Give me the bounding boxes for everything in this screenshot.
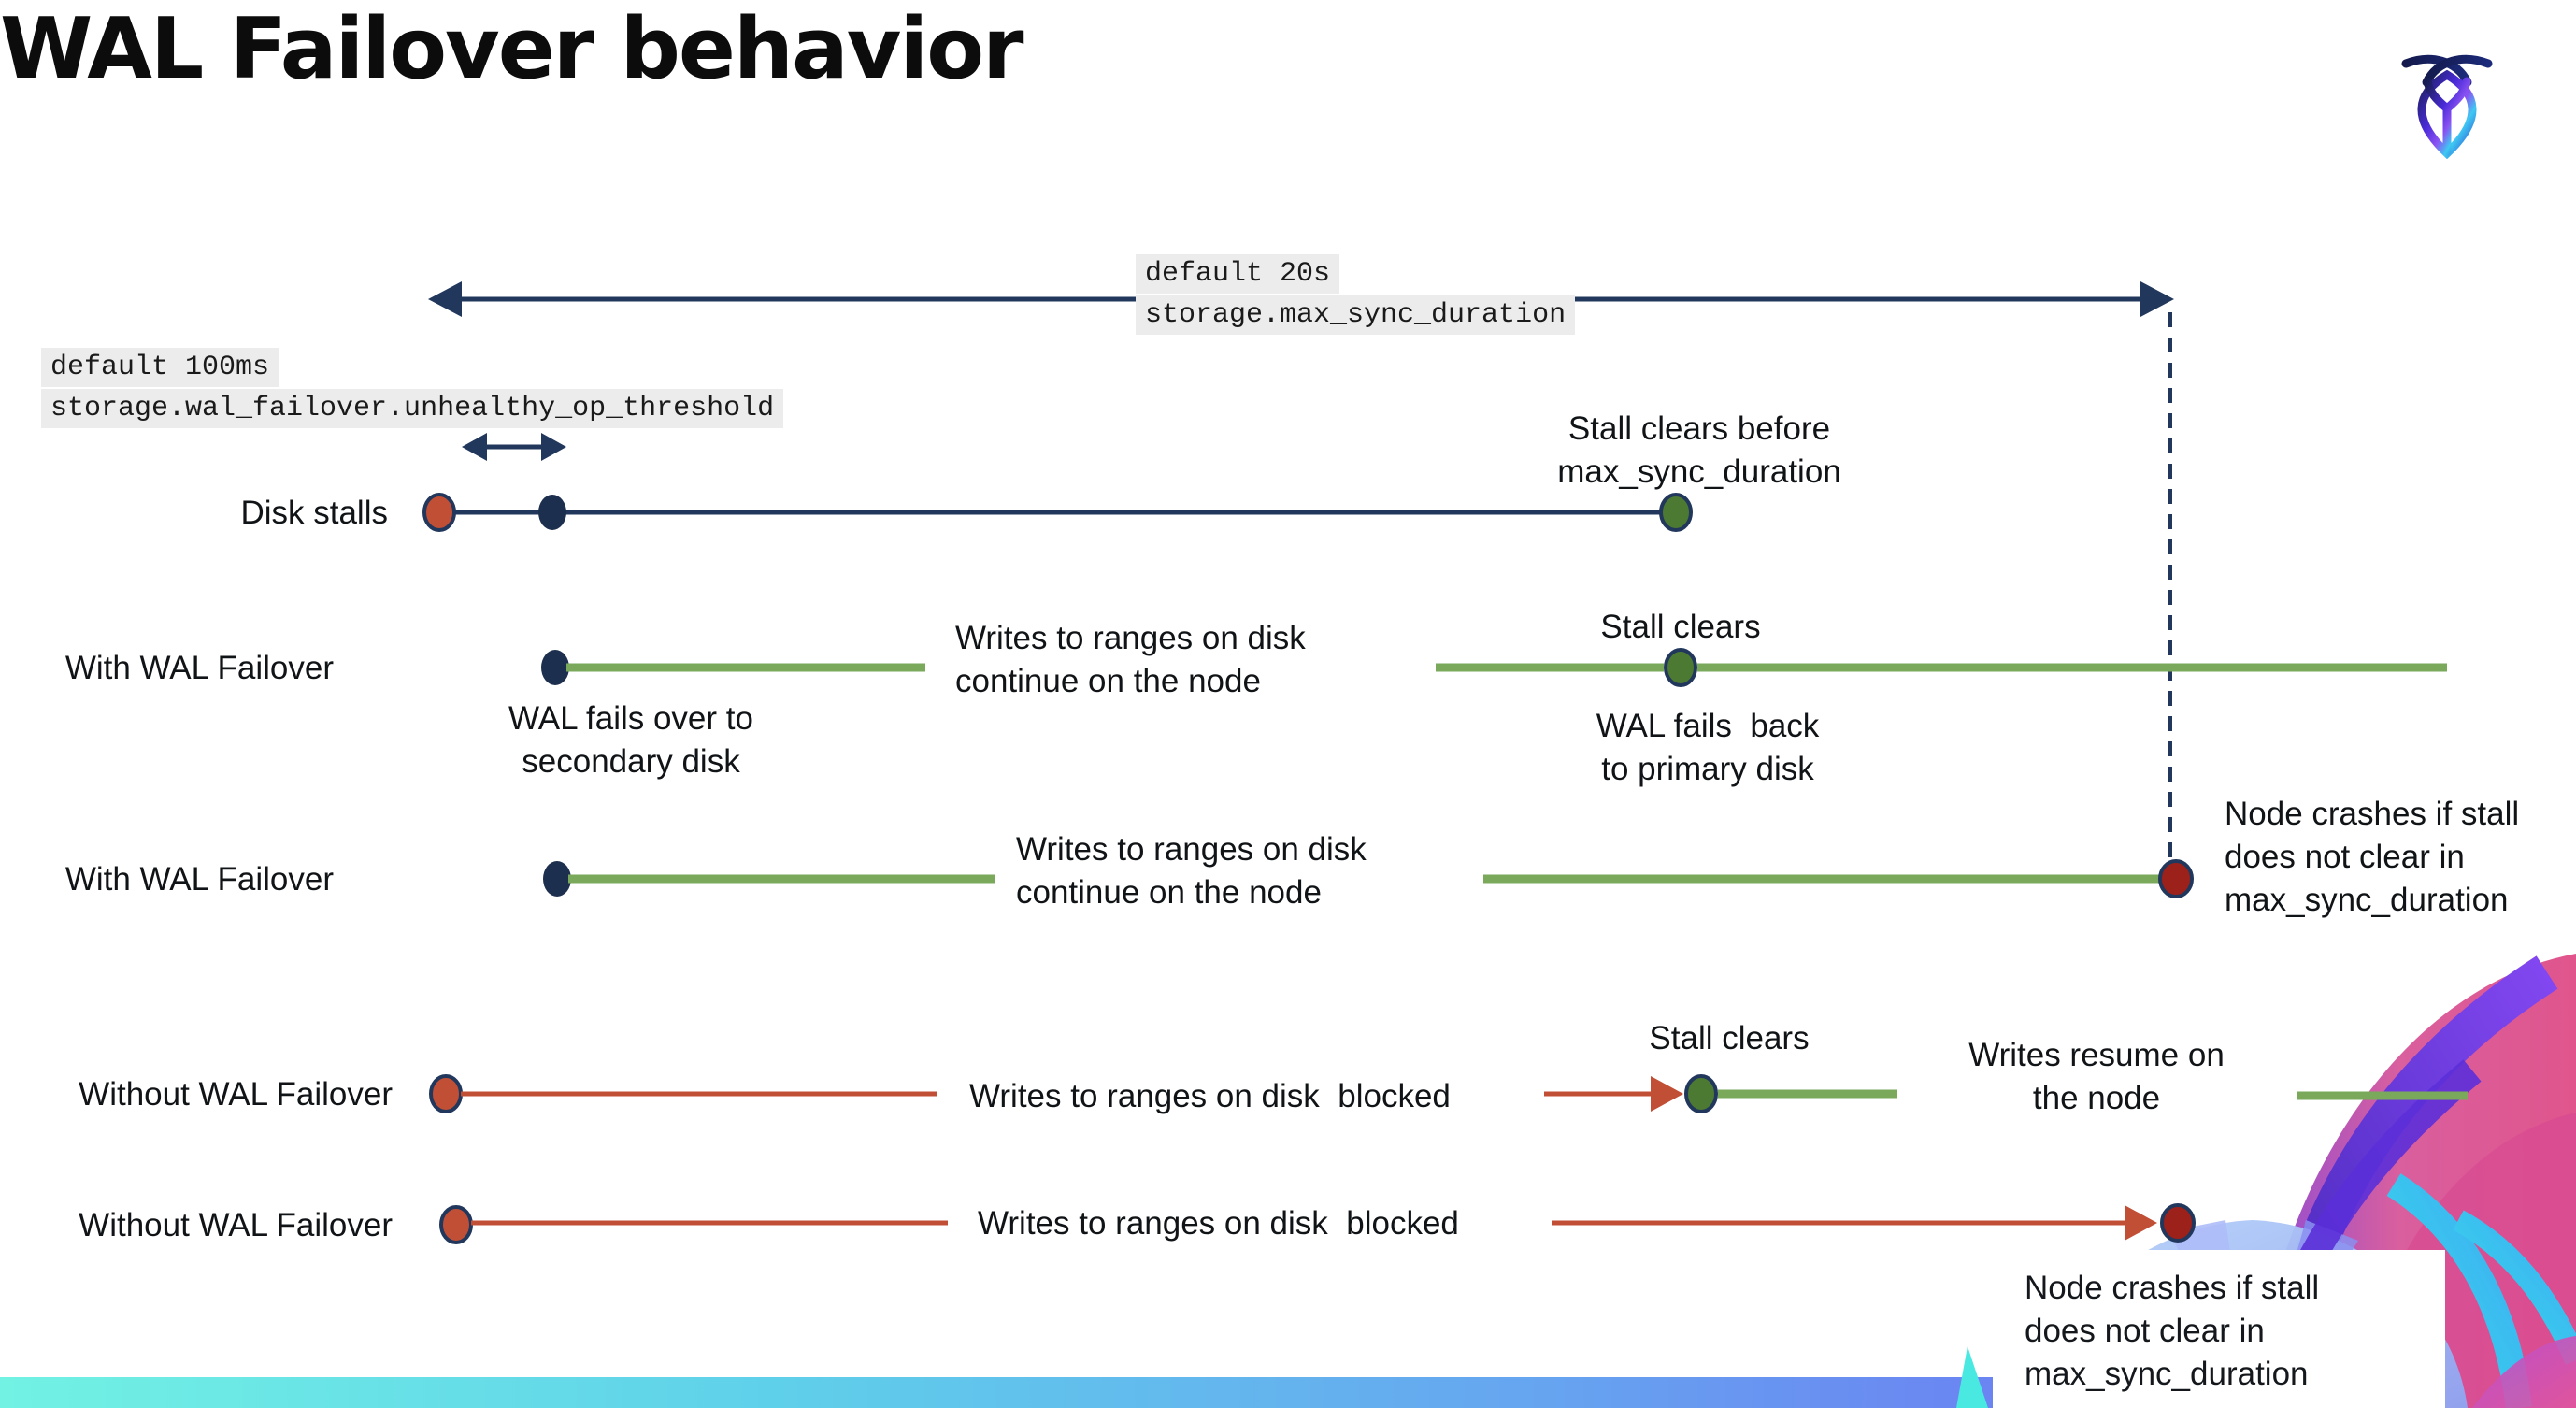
stall-clears-dot bbox=[1659, 493, 1693, 532]
graphic-cyan-arc bbox=[2453, 1210, 2576, 1365]
annotation-wal-fails-over: WAL fails over to secondary disk bbox=[467, 697, 794, 783]
annotation-writes-blocked-1: Writes to ranges on disk blocked bbox=[969, 1078, 1451, 1114]
annotation-writes-blocked-2: Writes to ranges on disk blocked bbox=[978, 1205, 1459, 1242]
row-label-without-wal-failover-1: Without WAL Failover bbox=[79, 1076, 393, 1113]
annotation-stall-clears-1: Stall clears bbox=[1600, 609, 1761, 645]
timeline-with-failover-clears bbox=[541, 648, 2447, 687]
cockroachdb-logo-icon bbox=[2401, 54, 2493, 159]
arrowhead-left-icon bbox=[462, 433, 487, 461]
annotation-line: Writes resume on bbox=[1968, 1037, 2225, 1073]
max-sync-setting-label: storage.max_sync_duration bbox=[1136, 295, 1576, 335]
annotation-line: Node crashes if stall bbox=[2225, 796, 2520, 832]
failover-dot bbox=[543, 861, 571, 897]
max-sync-default-label: default 20s bbox=[1136, 254, 1340, 294]
annotation-line: does not clear in bbox=[2225, 839, 2465, 875]
annotation-line: max_sync_duration bbox=[2225, 882, 2509, 918]
annotation-line: continue on the node bbox=[1016, 874, 1322, 911]
logo-wings bbox=[2423, 77, 2471, 156]
annotation-line: WAL fails back bbox=[1596, 708, 1820, 744]
graphic-magenta-corner bbox=[2472, 1336, 2576, 1408]
stall-start-dot bbox=[422, 493, 456, 532]
stall-start-dot bbox=[439, 1205, 473, 1244]
annotation-line: Stall clears before bbox=[1567, 410, 1831, 447]
annotation-node-crashes-1: Node crashes if stall does not clear in ma… bbox=[2225, 793, 2519, 922]
row-label-with-wal-failover-2: With WAL Failover bbox=[64, 861, 334, 898]
graphic-cyan-shard bbox=[1956, 1346, 1988, 1408]
arrowhead-right-icon bbox=[541, 433, 566, 461]
arrowhead-right-icon bbox=[1651, 1076, 1683, 1112]
annotation-line: to primary disk bbox=[1601, 751, 1814, 787]
annotation-line: max_sync_duration bbox=[1557, 453, 1841, 490]
threshold-dot bbox=[538, 495, 566, 530]
row-label-with-wal-failover-1: With WAL Failover bbox=[64, 650, 334, 686]
timeline-disk-stalls bbox=[422, 493, 1693, 532]
annotation-line: WAL fails over to bbox=[508, 700, 753, 737]
unhealthy-op-setting-label: storage.wal_failover.unhealthy_op_thresh… bbox=[41, 389, 784, 428]
annotation-line: max_sync_duration bbox=[2025, 1356, 2309, 1392]
unhealthy-op-threshold-span-arrow bbox=[462, 433, 566, 461]
arrowhead-right-icon bbox=[2140, 281, 2174, 317]
annotation-line: does not clear in bbox=[2025, 1313, 2265, 1349]
annotation-stall-clears-before: Stall clears before max_sync_duration bbox=[1524, 408, 1875, 494]
page-title: WAL Failover behavior bbox=[0, 0, 1023, 98]
logo-antenna-right bbox=[2422, 54, 2493, 87]
row-label-without-wal-failover-2: Without WAL Failover bbox=[79, 1207, 393, 1243]
annotation-line: Writes to ranges on disk bbox=[955, 620, 1306, 656]
annotation-wal-fails-back: WAL fails back to primary disk bbox=[1544, 705, 1871, 791]
row-label-disk-stalls: Disk stalls bbox=[240, 495, 388, 531]
annotation-writes-resume: Writes resume on the node bbox=[1933, 1034, 2260, 1120]
annotation-line: secondary disk bbox=[522, 743, 740, 780]
stall-clears-dot bbox=[1664, 648, 1697, 687]
crash-callout-box: Node crashes if stall does not clear in ma… bbox=[1993, 1250, 2445, 1408]
annotation-line: Writes to ranges on disk bbox=[1016, 831, 1367, 868]
annotation-writes-continue-1: Writes to ranges on disk continue on the … bbox=[955, 617, 1306, 703]
annotation-stall-clears-2: Stall clears bbox=[1649, 1020, 1810, 1056]
annotation-node-crashes-2: Node crashes if stall does not clear in ma… bbox=[2025, 1267, 2319, 1396]
annotation-writes-continue-2: Writes to ranges on disk continue on the … bbox=[1016, 828, 1367, 914]
failover-dot bbox=[541, 650, 569, 685]
annotation-line: Node crashes if stall bbox=[2025, 1270, 2320, 1306]
arrowhead-left-icon bbox=[428, 281, 462, 317]
stall-clears-dot bbox=[1684, 1074, 1718, 1113]
stall-start-dot bbox=[429, 1074, 463, 1113]
unhealthy-op-default-label: default 100ms bbox=[41, 348, 279, 387]
node-crash-dot bbox=[2158, 859, 2194, 898]
timeline-with-failover-crash bbox=[543, 859, 2194, 898]
annotation-line: the node bbox=[2032, 1080, 2161, 1116]
annotation-line: continue on the node bbox=[955, 663, 1261, 699]
